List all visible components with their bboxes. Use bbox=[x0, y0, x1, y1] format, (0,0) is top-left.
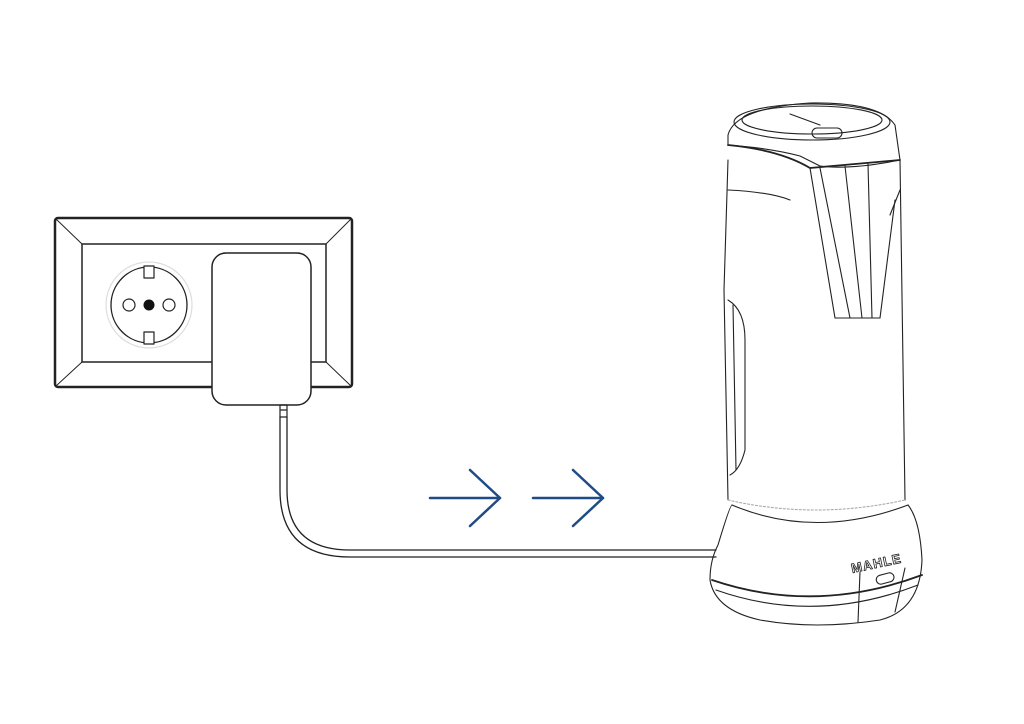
brand-logo: MAHLE bbox=[850, 551, 903, 576]
arrow-right-icon bbox=[428, 468, 502, 528]
power-adapter-icon bbox=[211, 252, 312, 418]
charging-cable bbox=[279, 416, 717, 558]
arrow-right-icon bbox=[531, 468, 605, 528]
charging-device-icon: MAHLE bbox=[709, 102, 923, 626]
wall-outlet-icon bbox=[53, 216, 354, 389]
